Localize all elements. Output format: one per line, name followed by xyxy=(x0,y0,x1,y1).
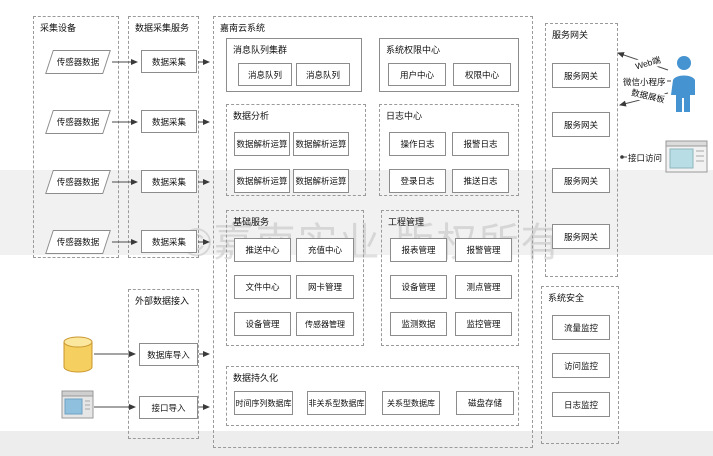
section-title: 日志中心 xyxy=(386,111,423,121)
browser-window-icon xyxy=(665,140,708,173)
section-title: 数据分析 xyxy=(233,111,270,121)
node-permission-center: 权限中心 xyxy=(453,63,511,86)
panel-service-gateway: 服务网关 xyxy=(545,23,618,277)
panel-title: 数据采集服务 xyxy=(135,23,190,33)
section-basic-service: 基础服务 xyxy=(226,210,364,346)
node-relational-db: 关系型数据库 xyxy=(382,391,440,415)
panel-title: 服务网关 xyxy=(552,30,589,40)
node-data-parse: 数据解析运算 xyxy=(293,132,349,156)
node-data-collect: 数据采集 xyxy=(141,170,197,193)
node-point-mgmt: 测点管理 xyxy=(455,275,512,299)
node-sensor-mgmt: 传感器管理 xyxy=(296,312,354,336)
node-netcard-mgmt: 网卡管理 xyxy=(296,275,354,299)
panel-title: 外部数据接入 xyxy=(135,296,190,306)
section-log-center: 日志中心 xyxy=(379,104,519,196)
panel-collect-service: 数据采集服务 xyxy=(128,16,199,258)
section-project-management: 工程管理 xyxy=(381,210,519,346)
person-icon xyxy=(671,56,695,112)
section-title: 基础服务 xyxy=(233,217,270,227)
node-disk-storage: 磁盘存储 xyxy=(456,391,514,415)
section-data-persistence: 数据持久化 xyxy=(226,366,519,426)
database-cylinder-icon xyxy=(63,336,93,373)
node-device-mgmt: 设备管理 xyxy=(390,275,447,299)
node-sensor-data: 传感器数据 xyxy=(45,110,111,134)
node-data-parse: 数据解析运算 xyxy=(234,169,290,193)
node-access-monitor: 访问监控 xyxy=(552,353,610,378)
node-alarm-mgmt: 报警管理 xyxy=(455,238,512,262)
node-monitor-mgmt: 监控管理 xyxy=(455,312,512,336)
node-data-collect: 数据采集 xyxy=(141,50,197,73)
panel-external-data: 外部数据接入 xyxy=(128,289,199,439)
node-operation-log: 操作日志 xyxy=(389,132,446,156)
node-service-gateway: 服务网关 xyxy=(552,63,610,88)
node-login-log: 登录日志 xyxy=(389,169,446,193)
node-report-mgmt: 报表管理 xyxy=(390,238,447,262)
client-label-databoard: 数据展板 xyxy=(629,86,667,106)
node-sensor-data: 传感器数据 xyxy=(45,50,111,74)
api-access-endpoint-dot xyxy=(620,155,624,159)
node-service-gateway: 服务网关 xyxy=(552,112,610,137)
node-file-center: 文件中心 xyxy=(234,275,291,299)
node-device-mgmt: 设备管理 xyxy=(234,312,291,336)
section-data-analysis: 数据分析 xyxy=(226,104,366,196)
node-sensor-data: 传感器数据 xyxy=(45,230,111,254)
client-label-web: Web端 xyxy=(632,53,663,73)
panel-title: 采集设备 xyxy=(40,23,77,33)
node-data-collect: 数据采集 xyxy=(141,230,197,253)
section-title: 系统权限中心 xyxy=(386,45,441,55)
node-push-center: 推送中心 xyxy=(234,238,291,262)
client-label-wechat: 微信小程序 xyxy=(622,76,667,88)
panel-collect-devices: 采集设备 xyxy=(33,16,119,258)
node-nosql-db: 非关系型数据库 xyxy=(307,391,366,415)
section-message-queue-cluster: 消息队列集群 xyxy=(226,38,362,92)
node-traffic-monitor: 流量监控 xyxy=(552,315,610,340)
section-title: 消息队列集群 xyxy=(233,45,288,55)
node-push-log: 推送日志 xyxy=(452,169,509,193)
node-message-queue: 消息队列 xyxy=(296,63,350,86)
panel-title: 嘉南云系统 xyxy=(220,23,266,33)
client-label-api-access: 接口访问 xyxy=(627,152,664,164)
section-permission-center: 系统权限中心 xyxy=(379,38,519,92)
node-data-parse: 数据解析运算 xyxy=(293,169,349,193)
panel-title: 系统安全 xyxy=(548,293,585,303)
section-title: 工程管理 xyxy=(388,217,425,227)
app-window-icon xyxy=(61,390,94,419)
node-recharge-center: 充值中心 xyxy=(296,238,354,262)
node-api-import: 接口导入 xyxy=(139,396,198,419)
node-alarm-log: 报警日志 xyxy=(452,132,509,156)
node-sensor-data: 传感器数据 xyxy=(45,170,111,194)
node-database-import: 数据库导入 xyxy=(139,343,198,366)
node-monitor-data: 监测数据 xyxy=(390,312,447,336)
node-data-parse: 数据解析运算 xyxy=(234,132,290,156)
node-user-center: 用户中心 xyxy=(388,63,446,86)
node-service-gateway: 服务网关 xyxy=(552,168,610,193)
panel-cloud-system: 嘉南云系统 xyxy=(213,16,533,448)
panel-system-security: 系统安全 xyxy=(541,286,619,444)
node-log-monitor: 日志监控 xyxy=(552,392,610,417)
node-message-queue: 消息队列 xyxy=(238,63,292,86)
node-service-gateway: 服务网关 xyxy=(552,224,610,249)
node-timeseries-db: 时间序列数据库 xyxy=(234,391,293,415)
node-data-collect: 数据采集 xyxy=(141,110,197,133)
section-title: 数据持久化 xyxy=(233,373,279,383)
